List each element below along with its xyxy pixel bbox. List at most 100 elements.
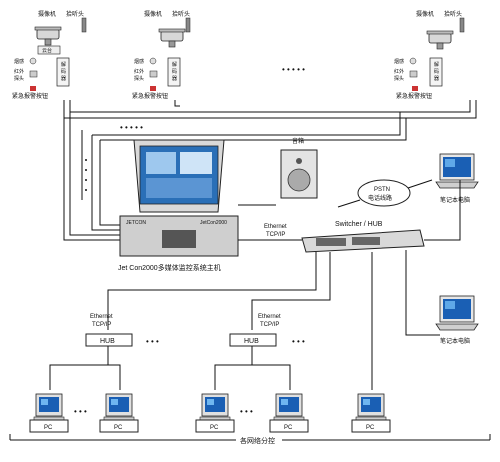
host-brand: JETCON — [126, 220, 146, 226]
camera-icon — [158, 28, 186, 48]
laptop-bottom-label: 笔记本电脑 — [440, 337, 470, 345]
decoder-box — [56, 57, 70, 87]
pan-tilt-label: 云台 — [42, 47, 52, 54]
pickup-icon — [459, 17, 465, 33]
host-model: JetCon2000 — [200, 220, 227, 226]
station-ellipsis: • • • • • — [282, 65, 305, 74]
branch-left: Ethernet TCP/IP HUB • • • — [49, 314, 159, 390]
pc-2: PC — [99, 393, 139, 433]
infrared-icon — [149, 70, 158, 78]
pickup-label: 拾听头 — [66, 10, 84, 18]
hub-middle-label: HUB — [244, 338, 259, 345]
alarm-button-icon — [150, 86, 156, 91]
tcpip-main-label: TCP/IP — [266, 232, 285, 238]
speaker-woofer — [287, 168, 311, 192]
tcpip-left-label: TCP/IP — [92, 322, 111, 328]
pc-label: PC — [284, 425, 293, 431]
alarm-button-label: 紧急报警按钮 — [396, 92, 432, 100]
laptop-top: 笔记本电脑 — [435, 153, 479, 204]
pc-5: PC — [351, 393, 391, 433]
branch-middle: Ethernet TCP/IP HUB • • • — [214, 314, 305, 390]
pc-ellipsis-1: • • • — [74, 407, 87, 416]
pstn-line: PSTN 电话线路 — [337, 179, 433, 208]
station-2: 摄像机 拾听头 烟感 红外 探头 解码器 紧急报警按钮 — [132, 10, 191, 100]
infrared-label-2: 探头 — [134, 75, 144, 82]
pc-label: PC — [366, 425, 375, 431]
smoke-icon — [29, 57, 37, 65]
hub-middle — [229, 333, 277, 347]
hub-ellipsis: • • • — [146, 337, 159, 346]
pc-label: PC — [44, 425, 53, 431]
alarm-button-icon — [412, 86, 418, 91]
decoder-box — [429, 57, 443, 87]
cable-ellipsis: • • • • • — [120, 123, 143, 132]
pc-ellipsis-2: • • • — [240, 407, 253, 416]
ethernet-left-label: Ethernet — [90, 314, 113, 320]
speaker: 音箱 — [238, 137, 318, 206]
camera-icon — [34, 26, 62, 46]
host-screen-window-2 — [180, 152, 212, 174]
decoder-box — [167, 57, 181, 87]
infrared-icon — [409, 70, 418, 78]
pickup-icon — [81, 17, 87, 33]
tcpip-mid-label: TCP/IP — [260, 322, 279, 328]
host-label: Jet Con2000多媒体监控系统主机 — [118, 263, 221, 272]
pickup-label: 拾听头 — [444, 10, 462, 18]
smoke-icon — [149, 57, 157, 65]
pc-3: PC — [195, 393, 235, 433]
camera-label: 摄像机 — [416, 10, 434, 18]
pickup-icon — [185, 17, 191, 33]
pan-tilt-icon — [37, 45, 61, 55]
smoke-icon — [409, 57, 417, 65]
camera-icon — [426, 30, 454, 50]
speaker-tweeter — [296, 158, 302, 164]
station-3: 摄像机 拾听头 烟感 红外 探头 解码器 紧急报警按钮 — [394, 10, 465, 100]
camera-label: 摄像机 — [38, 10, 56, 18]
smoke-label: 烟感 — [134, 58, 144, 65]
host-screen-window — [146, 152, 176, 174]
vertical-dots — [85, 159, 87, 191]
pc-1: PC — [29, 393, 69, 433]
infrared-label-2: 探头 — [14, 75, 24, 82]
pc-4: PC — [269, 393, 309, 433]
pc-label: PC — [114, 425, 123, 431]
host-drive-bay — [162, 230, 196, 248]
laptop-bottom: 笔记本电脑 — [435, 295, 479, 345]
alarm-button-icon — [30, 86, 36, 91]
host-computer: JETCON JetCon2000 Jet Con2000多媒体监控系统主机 — [118, 139, 239, 272]
host-screen-panel — [146, 178, 212, 198]
smoke-label: 烟感 — [14, 58, 24, 65]
switch-ports-2 — [352, 237, 380, 245]
pickup-label: 拾听头 — [172, 10, 190, 18]
pstn-subtitle: 电话线路 — [368, 194, 392, 202]
ethernet-mid-label: Ethernet — [258, 314, 281, 320]
footer: 各网络分控 — [9, 434, 491, 445]
infrared-label: 红外 — [134, 68, 144, 75]
infrared-label-2: 探头 — [394, 75, 404, 82]
decoder-label: 解码器 — [434, 61, 439, 82]
hub-ellipsis-2: • • • — [292, 337, 305, 346]
pc-label: PC — [210, 425, 219, 431]
speaker-label: 音箱 — [292, 137, 304, 145]
camera-label: 摄像机 — [144, 10, 162, 18]
station-cables — [63, 100, 477, 241]
pstn-ellipse — [357, 179, 411, 207]
hub-left — [85, 333, 133, 347]
laptop-top-label: 笔记本电脑 — [440, 196, 470, 204]
switch-ports — [316, 238, 346, 246]
pstn-title: PSTN — [374, 187, 390, 193]
infrared-icon — [29, 70, 38, 78]
hub-left-label: HUB — [100, 338, 115, 345]
decoder-label: 解码器 — [172, 61, 177, 82]
switch-label: Switcher / HUB — [335, 221, 383, 228]
infrared-label: 红外 — [14, 68, 24, 75]
smoke-label: 烟感 — [394, 58, 404, 65]
alarm-button-label: 紧急报警按钮 — [12, 92, 48, 100]
switch: Switcher / HUB Ethernet TCP/IP — [107, 180, 461, 390]
alarm-button-label: 紧急报警按钮 — [132, 92, 168, 100]
decoder-label: 解码器 — [61, 61, 66, 82]
ethernet-main-label: Ethernet — [264, 224, 287, 230]
station-1: 摄像机 拾听头 云台 烟感 红外 探头 解码器 紧急报警按钮 — [12, 10, 87, 100]
footer-label: 各网络分控 — [240, 436, 275, 445]
